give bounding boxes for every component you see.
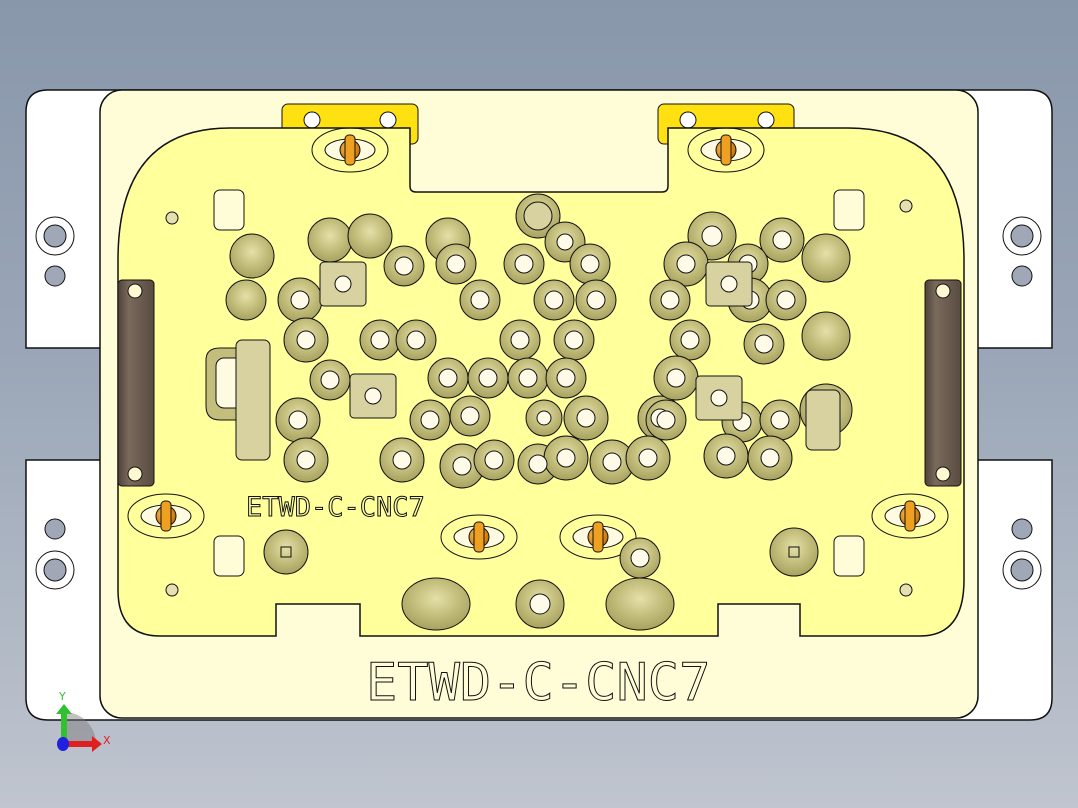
square-clamps bbox=[319, 261, 753, 421]
engraving-small: ETWD-C-CNC7 bbox=[246, 492, 425, 523]
handle-left[interactable] bbox=[117, 279, 155, 487]
y-axis-label: Y bbox=[58, 690, 66, 703]
side-fixture-right bbox=[805, 389, 841, 451]
x-axis-label: X bbox=[103, 734, 111, 747]
x-axis-arrow bbox=[64, 741, 94, 747]
side-fixture-left bbox=[205, 339, 271, 461]
z-axis-dot bbox=[57, 737, 69, 751]
y-axis-arrow bbox=[61, 712, 67, 744]
engraving-large: ETWD-C-CNC7 bbox=[366, 653, 710, 713]
edge-notches bbox=[213, 189, 865, 577]
clamp-bore-centers bbox=[280, 201, 800, 558]
locating-pins bbox=[127, 127, 949, 560]
mounting-holes bbox=[165, 199, 913, 597]
handle-right[interactable] bbox=[924, 279, 962, 487]
